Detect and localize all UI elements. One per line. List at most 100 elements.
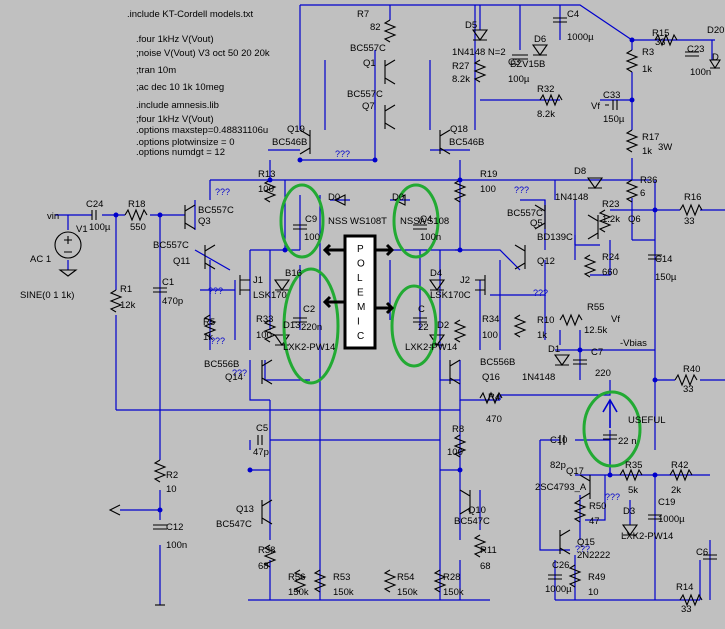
label-q13t: BC547C [216, 519, 252, 530]
resistor-r53 [313, 569, 327, 593]
label-r7: R7 [357, 9, 369, 20]
resistor-r24 [583, 254, 597, 278]
highlight-circle-c6 [390, 284, 438, 368]
question-annotations: ??? ??? ??? ??? ??? ??? ??? ??? ??? [208, 149, 620, 554]
label-r18v: 550 [130, 222, 146, 233]
label-r19: R19 [480, 169, 497, 180]
polemic-arrow-left-top [322, 243, 345, 257]
label-vfb: Vf [611, 314, 620, 325]
capacitor-c2 [293, 317, 307, 323]
polemic-letter: O [357, 259, 365, 270]
spice-directive: .include amnesis.lib [136, 100, 219, 111]
label-r19v: 100 [480, 184, 496, 195]
label-j1: J1 [253, 275, 263, 286]
capacitor-c33 [605, 100, 618, 110]
label-r13v: 100 [258, 184, 274, 195]
label-d1t: 1N4148 [522, 372, 555, 383]
label-r50: R50 [589, 501, 606, 512]
polemic-letter: I [357, 317, 360, 328]
label-r49: R49 [588, 572, 605, 583]
label-r54: R54 [397, 572, 414, 583]
label-q14t: BC556B [204, 359, 239, 370]
diode-d16 [273, 279, 291, 291]
voltage-source-v1 [54, 231, 82, 259]
resistor-r19 [453, 179, 467, 203]
label-nss4: WS108 [418, 216, 449, 227]
ground-arrow [108, 504, 121, 516]
resistor-r33 [263, 319, 277, 343]
svg-text:???: ??? [514, 185, 529, 195]
label-q1: Q1 [363, 58, 376, 69]
label-r38v: 68 [258, 561, 269, 572]
capacitor-c4 [553, 17, 567, 23]
label-c24: C24 [86, 199, 103, 210]
label-c4b: C4 [420, 214, 432, 225]
label-r16: R16 [684, 192, 701, 203]
label-c7: C7 [591, 347, 603, 358]
label-c1v: 470p [162, 296, 183, 307]
resistor-r16 [679, 203, 703, 217]
label-r28v: 150k [443, 587, 464, 598]
resistor-r42 [669, 468, 693, 482]
polemic-arrow-right-top [375, 243, 395, 257]
label-r27: R27 [452, 61, 469, 72]
label-r40v: 33 [683, 384, 694, 395]
label-q11t: BC557C [153, 240, 189, 251]
label-c26v: 1000µ [545, 584, 572, 595]
resistor-r55 [559, 313, 583, 327]
label-lxk1: LXK2-PW14 [283, 342, 335, 353]
resistor-r40 [674, 373, 698, 387]
label-c4v: 1000µ [567, 32, 594, 43]
label-lsk1: LSK170 [253, 290, 287, 301]
label-r18: R18 [128, 199, 145, 210]
label-c7v: 220 [595, 368, 611, 379]
label-c2v: 220n [301, 322, 322, 333]
polemic-arrow-left-bottom [322, 295, 345, 309]
resistor-r50 [573, 499, 587, 523]
label-c4bv: 100n [420, 232, 441, 243]
label-c12: C12 [166, 522, 183, 533]
label-r7v: 82 [370, 22, 381, 33]
label-c5v: 47p [253, 447, 269, 458]
label-q1t: BC557C [350, 43, 386, 54]
label-q19t: BC546B [272, 137, 307, 148]
capacitor-c5 [257, 435, 263, 445]
label-r8v: 100 [447, 447, 463, 458]
label-r35v: 5k [628, 485, 638, 496]
capacitor-c26 [548, 574, 562, 580]
useful-label: USEFUL [628, 415, 665, 426]
label-q15: Q15 [577, 537, 595, 548]
label-nss3: NSS [400, 216, 420, 227]
label-r24: R24 [602, 252, 619, 263]
label-q6: Q6 [628, 214, 641, 225]
resistor-r3 [625, 49, 639, 73]
diode-d6 [531, 44, 549, 56]
label-d3t: LXK2-PW14 [621, 531, 673, 542]
spice-directive: .options maxstep=0.48831106u [136, 125, 268, 136]
label-q5: Q5 [530, 218, 543, 229]
resistor-r7 [383, 19, 397, 43]
spice-directive: ;ac dec 10 1k 10meg [136, 82, 224, 93]
label-ac1: AC 1 [30, 254, 51, 265]
label-c3: C3 [508, 57, 520, 68]
label-r8: R8 [452, 424, 464, 435]
polemic-letter: P [357, 244, 364, 255]
capacitor-c14 [648, 254, 662, 260]
resistor-r27 [473, 59, 487, 83]
label-c6b: C6 [696, 547, 708, 558]
label-r53: R53 [333, 572, 350, 583]
capacitor-c23 [685, 51, 699, 57]
resistor-r54 [383, 569, 397, 593]
resistor-r10 [513, 314, 527, 338]
spice-directive: .include KT-Cordell models.txt [127, 9, 254, 20]
label-c9v: 100 [304, 232, 320, 243]
capacitor-c10 [559, 435, 565, 445]
label-c10v: 82p [550, 460, 566, 471]
resistor-r17 [625, 129, 639, 153]
resistor-r5 [203, 314, 217, 338]
polemic-arrow-right-bottom [375, 301, 395, 315]
label-r11: R11 [480, 545, 497, 556]
label-c26: C26 [552, 560, 569, 571]
label-r10v: 1k [537, 330, 547, 341]
